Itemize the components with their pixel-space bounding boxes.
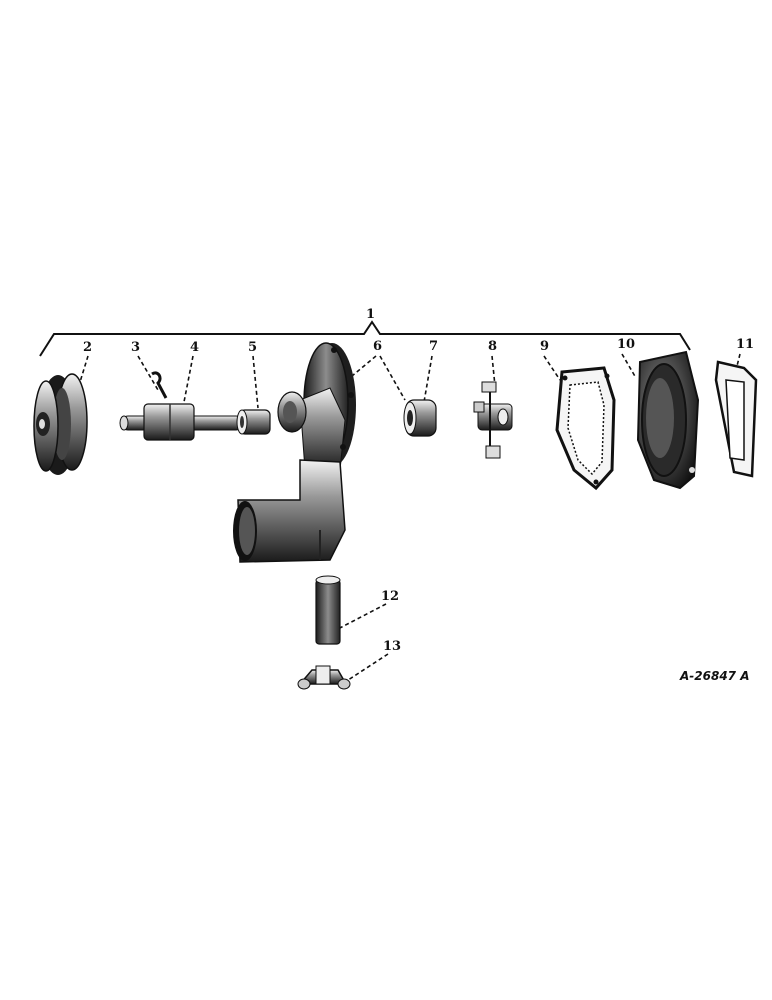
hose: [315, 575, 341, 645]
leader-lines: [79, 353, 741, 685]
pump-body: [233, 342, 356, 563]
callout-3: 3: [131, 340, 140, 355]
callout-5: 5: [248, 340, 257, 355]
callout-12: 12: [381, 589, 399, 604]
callout-8: 8: [488, 339, 497, 354]
assembly-bracket: [39, 320, 691, 357]
seal-ring: [236, 409, 271, 435]
pulley: [33, 373, 88, 475]
outlet-gasket: [714, 360, 758, 478]
shaft-bearing: [119, 403, 243, 441]
callout-4: 4: [190, 340, 199, 355]
impeller: [473, 381, 513, 459]
seal-washer: [403, 399, 437, 437]
hose-clamp: [297, 665, 351, 690]
callout-11: 11: [736, 337, 754, 352]
callout-2: 2: [83, 340, 92, 355]
callout-7: 7: [429, 339, 438, 354]
callout-1: 1: [366, 307, 375, 322]
key-pin: [151, 371, 168, 399]
gasket: [555, 366, 616, 491]
callout-13: 13: [383, 639, 401, 654]
callout-10: 10: [617, 337, 635, 352]
callout-6: 6: [373, 339, 382, 354]
pump-cover: [636, 350, 700, 490]
figure-reference: A-26847 A: [679, 669, 749, 683]
callout-9: 9: [540, 339, 549, 354]
